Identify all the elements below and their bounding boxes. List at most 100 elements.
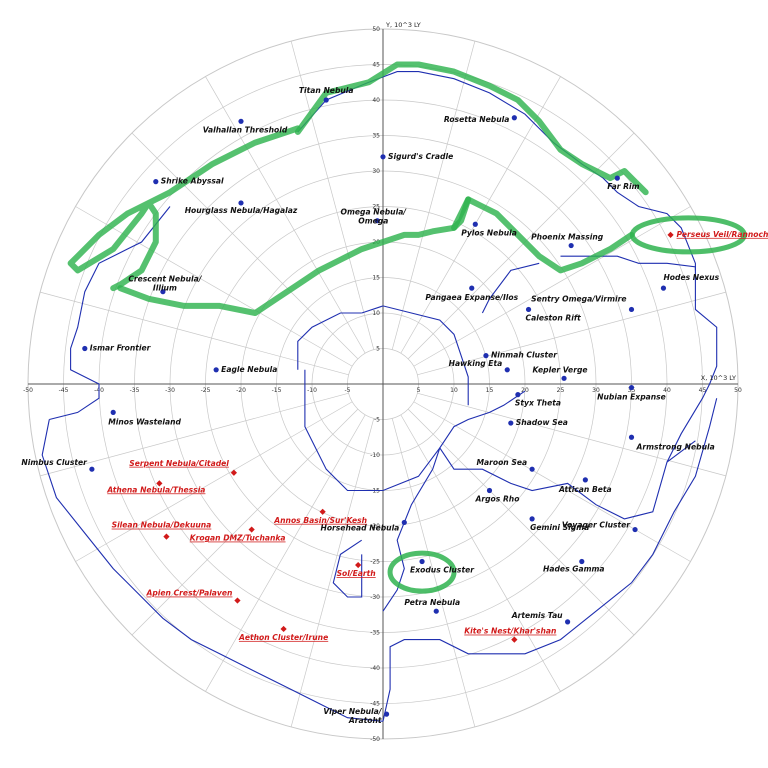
point-label: Valhallan Threshold xyxy=(203,125,288,134)
point-label: Ninmah Cluster xyxy=(491,351,558,360)
point-marker xyxy=(374,218,380,224)
point-marker xyxy=(160,289,166,295)
point-label: Aethon Cluster/Irune xyxy=(238,633,328,642)
x-axis-title: X, 10^3 LY xyxy=(701,374,736,382)
point-marker xyxy=(419,558,425,565)
point-label: Rosetta Nebula xyxy=(444,115,509,124)
point-label: Maroon Sea xyxy=(476,458,527,467)
point-label: Hodes Nexus xyxy=(663,273,719,282)
grid-spoke xyxy=(391,41,476,350)
y-tick-label: 35 xyxy=(372,133,380,140)
point-marker xyxy=(234,597,241,604)
boundary-line xyxy=(297,312,362,370)
point-label: Sentry Omega/Virmire xyxy=(531,294,626,303)
x-tick-label: 30 xyxy=(592,387,600,394)
point-label: Serpent Nebula/Citadel xyxy=(129,459,229,468)
point-marker xyxy=(153,179,159,185)
point-label: Sigurd's Cradle xyxy=(388,152,453,161)
point-marker xyxy=(568,242,574,249)
point-label: Far Rim xyxy=(607,182,639,191)
y-tick-label: -10 xyxy=(370,452,380,459)
point-marker xyxy=(529,466,535,472)
point-label: Omega Nebula/Omega xyxy=(341,208,408,226)
point-marker xyxy=(628,434,635,440)
y-tick-label: -5 xyxy=(374,417,380,424)
point-label: Shadow Sea xyxy=(516,418,568,427)
point-label: Eagle Nebula xyxy=(221,365,277,374)
point-marker xyxy=(248,526,255,533)
x-tick-label: 20 xyxy=(521,387,529,394)
highlight-stroke xyxy=(294,61,649,196)
grid-spoke xyxy=(131,408,359,636)
boundary-line xyxy=(49,206,171,421)
point-marker xyxy=(508,420,514,426)
x-tick-label: -35 xyxy=(130,387,140,394)
green-highlight xyxy=(67,61,747,594)
point-label: Voyager Cluster xyxy=(562,521,631,530)
point-label: Pangaea Expanse/Ilos xyxy=(425,293,518,302)
point-marker xyxy=(614,175,620,181)
boundary-line xyxy=(304,369,441,492)
point-marker xyxy=(383,711,390,717)
point-label: Gemini Sigma xyxy=(530,523,589,532)
grid-spoke xyxy=(40,392,349,477)
boundary-line xyxy=(332,539,363,598)
point-label: Athena Nebula/Thessia xyxy=(106,485,205,494)
point-marker xyxy=(582,477,588,483)
y-tick-label: 50 xyxy=(372,26,380,33)
grid-spoke xyxy=(413,206,691,367)
point-marker xyxy=(628,306,635,313)
point-marker xyxy=(579,558,585,565)
y-tick-label: 15 xyxy=(372,275,380,282)
point-label: Caleston Rift xyxy=(526,313,582,322)
point-label: Shrike Abyssal xyxy=(161,177,224,186)
point-marker xyxy=(433,608,439,614)
point-marker xyxy=(110,409,116,415)
grid-spoke xyxy=(205,414,366,692)
point-marker xyxy=(156,480,163,487)
y-tick-label: 5 xyxy=(376,346,380,353)
point-label: Minos Wasteland xyxy=(108,417,181,426)
x-tick-label: -20 xyxy=(236,387,246,394)
x-tick-label: 45 xyxy=(699,387,707,394)
y-tick-label: 30 xyxy=(372,168,380,175)
point-marker xyxy=(89,466,95,472)
x-tick-label: 5 xyxy=(417,387,421,394)
highlight-stroke xyxy=(117,196,635,316)
point-marker xyxy=(469,285,475,291)
point-label: Crescent Nebula/Illium xyxy=(128,275,202,293)
point-marker xyxy=(280,625,287,633)
highlight-ellipse-exodus xyxy=(387,550,457,594)
point-marker xyxy=(355,561,362,569)
y-tick-label: -40 xyxy=(370,665,380,672)
grid-spoke xyxy=(290,41,375,350)
boundary-line xyxy=(382,390,526,612)
boundary-line xyxy=(382,398,718,722)
point-label: Exodus Cluster xyxy=(410,566,475,575)
point-marker xyxy=(515,392,521,398)
boundary-line xyxy=(439,440,696,520)
point-marker xyxy=(230,469,238,476)
x-tick-label: 50 xyxy=(734,387,742,394)
point-marker xyxy=(163,533,170,540)
point-marker xyxy=(632,526,638,533)
y-tick-label: 25 xyxy=(372,204,380,211)
point-label: Kepler Verge xyxy=(533,365,588,374)
point-marker xyxy=(483,353,489,359)
point-marker xyxy=(238,118,244,124)
grid-spoke xyxy=(75,206,353,367)
point-label: Petra Nebula xyxy=(404,598,460,607)
point-label: Artemis Tau xyxy=(511,611,563,620)
point-marker xyxy=(628,384,635,391)
x-tick-label: -45 xyxy=(59,387,69,394)
grid-spoke xyxy=(417,392,726,477)
point-label: Sol/Earth xyxy=(337,569,376,578)
point-label: Phoenix Massing xyxy=(531,233,604,242)
y-tick-label: 10 xyxy=(372,310,380,317)
point-label: Hawking Eta xyxy=(449,359,503,368)
boundary-line xyxy=(481,262,540,314)
y-tick-label: -30 xyxy=(370,594,380,601)
